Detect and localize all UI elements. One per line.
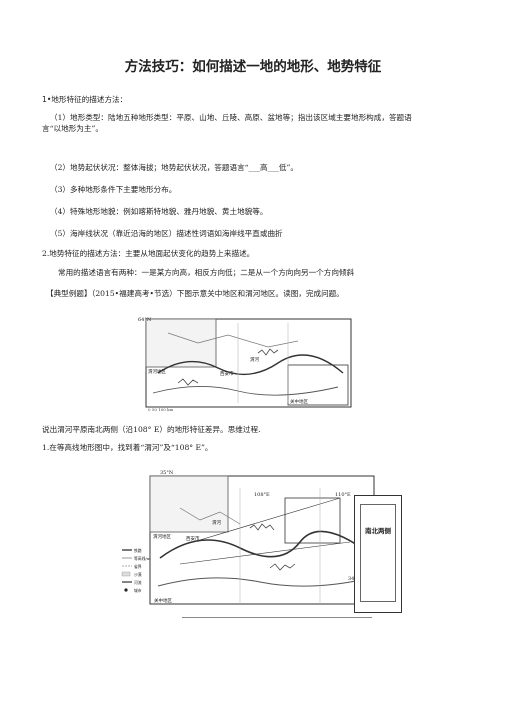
item-relief: （2）地势起伏状况：整体海拔；地势起伏状况，答题语言“___高___低”。 <box>50 163 298 172</box>
map2-box-a: 渭河地区 <box>153 533 171 540</box>
legend-item: 铁路 <box>134 548 142 553</box>
side-label-inner: 南北两侧 <box>360 504 396 602</box>
legend-item: 等高线/m <box>134 556 151 561</box>
map-figure-1: 64°N 渭河地区 关中地区 西安市 渭河 0 50 100 km <box>138 313 356 413</box>
map1-lat-label: 64°N <box>138 317 152 323</box>
side-label-box: 南北两侧 <box>354 495 402 613</box>
question-text: 说出渭河平原南北两侧（沿108° E）的地形特征差异。思维过程. <box>42 425 261 434</box>
item-special-landform: （4）特殊地形地貌：例如喀斯特地貌、雅丹地貌、黄土地貌等。 <box>50 207 268 216</box>
map2-legend: 铁路 等高线/m 省界 沙漠 河流 城市 <box>121 548 151 593</box>
map2-lon-a: 108°E <box>254 492 270 498</box>
item-terrain-type: （1）地形类型：陆地五种地形类型：平原、山地、丘陵、高原、盆地等；指出该区域主要… <box>50 113 412 122</box>
example-heading: 【典型例题】（2015•福建高考•节选）下图示意关中地区和渭河地区。读图，完成问… <box>46 289 344 298</box>
item-coastline: （5）海岸线状况（靠近沿海的地区）描述性词语如海岸线平直或曲折 <box>50 229 283 238</box>
legend-item: 沙漠 <box>134 572 142 577</box>
bottom-rule <box>182 617 372 618</box>
step-1-text: 1.在等高线地形图中，找到着“渭河”及“108° E”。 <box>42 443 213 452</box>
section-1-heading: 1•地形特征的描述方法： <box>42 95 128 104</box>
map1-box-b: 关中地区 <box>290 398 308 405</box>
map1-place: 西安市 <box>220 370 234 377</box>
item-distribution: （3）多种地形条件下主要地形分布。 <box>50 185 177 194</box>
page-title: 方法技巧：如何描述一地的地形、地势特征 <box>124 59 382 75</box>
map2-lon-b: 110°E <box>335 492 351 498</box>
map2-box-b: 关中地区 <box>154 597 172 604</box>
map-figure-2: 35°N 108°E 110°E 34°N 渭河地区 关中地区 西安市 渭河 铁… <box>120 468 376 608</box>
map2-lat-a: 35°N <box>160 470 174 476</box>
common-phrases: 常用的描述语言有两种：一是某方向高，相反方向低；二是从一个方向向另一个方向倾斜 <box>58 268 355 277</box>
legend-item: 河流 <box>134 580 142 585</box>
map1-scale: 0 50 100 km <box>148 407 174 412</box>
legend-item: 城市 <box>134 588 142 593</box>
item-terrain-type-cont: 言“以地形为主”。 <box>42 124 103 133</box>
map1-river: 渭河 <box>250 356 259 363</box>
map1-box-a: 渭河地区 <box>148 368 166 375</box>
map2-river: 渭河 <box>212 519 221 526</box>
side-label: 南北两侧 <box>365 527 391 535</box>
section-2-heading: 2.地势特征的描述方法：主要从地面起伏变化的趋势上来描述。 <box>42 249 255 258</box>
legend-item: 省界 <box>134 564 142 569</box>
map2-place: 西安市 <box>186 535 200 542</box>
